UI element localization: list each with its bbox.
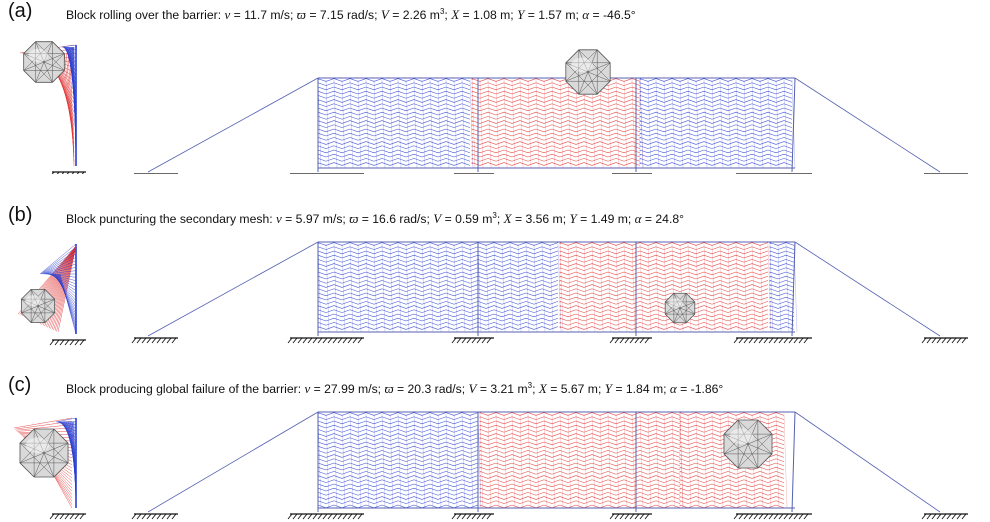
caption-volume: V = 0.59 m3; xyxy=(433,211,501,227)
caption-x: X = 1.08 m; xyxy=(451,7,514,23)
caption-velocity: v = 27.99 m/s; xyxy=(304,381,382,397)
falling-block xyxy=(565,49,611,95)
caption-volume: V = 2.26 m3; xyxy=(380,7,448,23)
net-mesh-1 xyxy=(471,78,644,169)
ground-anchor xyxy=(49,513,86,520)
panel-b-label: (b) xyxy=(8,204,33,226)
net-mesh-1 xyxy=(559,242,772,333)
side-view-b xyxy=(17,243,77,335)
panel-a-caption-title: Block rolling over the barrier: xyxy=(66,8,222,23)
barrier-post xyxy=(791,77,796,173)
right-anchor-cable xyxy=(794,241,941,337)
caption-x: X = 5.67 m; xyxy=(538,381,602,397)
panel-c: (c) Block producing global failure of th… xyxy=(0,348,990,522)
right-anchor-cable xyxy=(794,411,941,513)
left-anchor-cable xyxy=(147,411,319,513)
side-block xyxy=(19,428,69,478)
side-mesh-blue xyxy=(55,417,77,509)
panel-c-label: (c) xyxy=(8,374,32,396)
panel-c-caption-title: Block producing global failure of the ba… xyxy=(66,382,302,397)
ground-anchor xyxy=(287,337,364,344)
net-mesh-0 xyxy=(317,412,482,509)
side-mesh-blue xyxy=(61,44,77,167)
caption-y: Y = 1.84 m; xyxy=(604,381,667,397)
falling-block xyxy=(723,419,773,469)
ground-anchor xyxy=(451,513,494,520)
panel-b-caption: Block puncturing the secondary mesh: v =… xyxy=(66,208,684,227)
caption-y: Y = 1.49 m; xyxy=(569,211,632,227)
ground-anchor xyxy=(609,337,652,344)
panel-c-figure xyxy=(13,411,968,520)
panel-a-figure xyxy=(19,41,968,174)
ground-anchor xyxy=(733,513,812,520)
left-anchor-cable xyxy=(147,241,319,337)
ground-anchor xyxy=(131,337,178,344)
panel-a: (a) Block rolling over the barrier: v = … xyxy=(0,0,990,174)
caption-alpha: α = 24.8° xyxy=(634,211,684,227)
barrier-post xyxy=(791,411,796,513)
ground-anchor xyxy=(921,337,968,344)
net-mesh-0 xyxy=(317,242,562,333)
falling-block xyxy=(664,292,696,324)
caption-x: X = 3.56 m; xyxy=(503,211,567,227)
side-block xyxy=(23,41,65,83)
net-mesh-1 xyxy=(479,412,684,509)
ground-anchor xyxy=(51,171,86,174)
panel-c-caption: Block producing global failure of the ba… xyxy=(66,378,723,397)
caption-alpha: α = -1.86° xyxy=(669,381,724,397)
ground-anchor xyxy=(287,513,364,520)
side-block xyxy=(20,288,56,324)
panel-a-label: (a) xyxy=(8,0,33,22)
net-mesh-2 xyxy=(639,78,796,169)
ground-anchor xyxy=(131,513,178,520)
panel-a-caption: Block rolling over the barrier: v = 11.7… xyxy=(66,4,636,23)
net-mesh-0 xyxy=(317,78,474,169)
net-mesh-2 xyxy=(769,242,798,333)
ground-anchor xyxy=(733,337,812,344)
caption-y: Y = 1.57 m; xyxy=(517,7,579,23)
ground-anchor xyxy=(921,513,968,520)
caption-angular-velocity: ϖ = 7.15 rad/s; xyxy=(296,7,378,23)
ground-anchor xyxy=(49,339,86,346)
barrier-post xyxy=(791,241,796,337)
panel-b-caption-title: Block puncturing the secondary mesh: xyxy=(66,212,273,227)
side-mesh-blue xyxy=(39,243,77,335)
caption-alpha: α = -46.5° xyxy=(582,7,636,23)
caption-velocity: v = 11.7 m/s; xyxy=(224,7,294,23)
ground-anchor xyxy=(609,513,652,520)
ground-anchor xyxy=(451,337,494,344)
caption-angular-velocity: ϖ = 16.6 rad/s; xyxy=(349,211,430,227)
caption-velocity: v = 5.97 m/s; xyxy=(276,211,346,227)
caption-angular-velocity: ϖ = 20.3 rad/s; xyxy=(384,381,466,397)
caption-volume: V = 3.21 m3; xyxy=(468,381,536,397)
panel-b-figure xyxy=(17,241,968,346)
panel-b: (b) Block puncturing the secondary mesh:… xyxy=(0,174,990,348)
left-anchor-cable xyxy=(147,77,319,173)
right-anchor-cable xyxy=(794,77,941,173)
